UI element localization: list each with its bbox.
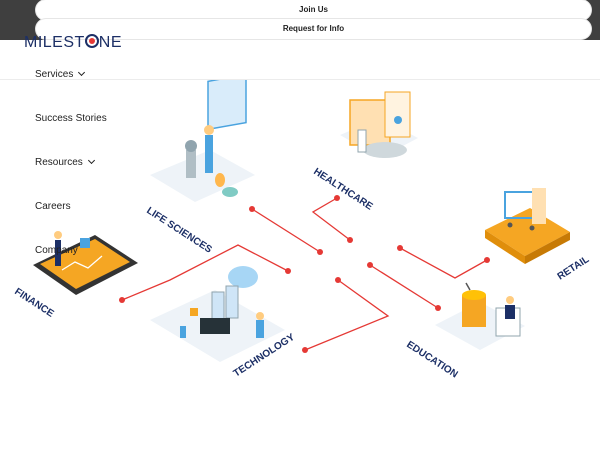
- healthcare-illustration: [340, 91, 418, 158]
- nav-item-success-stories[interactable]: Success Stories: [35, 113, 107, 124]
- nav-item-label: Resources: [35, 157, 83, 168]
- nav-item-services[interactable]: Services: [35, 68, 86, 80]
- nav-item-label: Company: [35, 245, 78, 256]
- nav-item-careers[interactable]: Careers: [35, 201, 71, 212]
- education-illustration: [435, 282, 525, 350]
- nav-item-label: Success Stories: [35, 113, 107, 124]
- nav-item-company[interactable]: Company: [35, 245, 78, 256]
- chevron-down-icon: [78, 68, 86, 77]
- header-divider: [0, 79, 600, 80]
- finance-illustration: [33, 231, 138, 295]
- nav-item-label: Careers: [35, 201, 71, 212]
- chevron-down-icon: [87, 156, 95, 165]
- technology-illustration: [150, 266, 285, 362]
- label-retail: RETAIL: [556, 254, 592, 282]
- retail-illustration: [485, 188, 570, 264]
- connector-dots: [119, 195, 490, 353]
- connector-lines: [121, 197, 488, 351]
- nav-item-label: Services: [35, 69, 74, 80]
- logo-text-end: NE: [98, 34, 123, 51]
- label-life-sciences: LIFE SCIENCES: [144, 205, 214, 256]
- nav-item-resources[interactable]: Resources: [35, 156, 95, 168]
- label-finance: FINANCE: [12, 286, 56, 320]
- request-info-button[interactable]: Request for Info: [36, 19, 591, 39]
- label-healthcare: HEALTHCARE: [311, 166, 374, 213]
- milestone-logo[interactable]: MILEST NE: [24, 34, 122, 54]
- life-sciences-illustration: [150, 80, 255, 202]
- label-education: EDUCATION: [404, 339, 459, 380]
- logo-o-icon: [84, 34, 99, 48]
- join-us-button[interactable]: Join Us: [36, 0, 591, 20]
- logo-text-start: MILEST: [24, 34, 85, 51]
- industries-illustration: LIFE SCIENCES HEALTHCARE RETAIL FINANCE: [12, 80, 592, 380]
